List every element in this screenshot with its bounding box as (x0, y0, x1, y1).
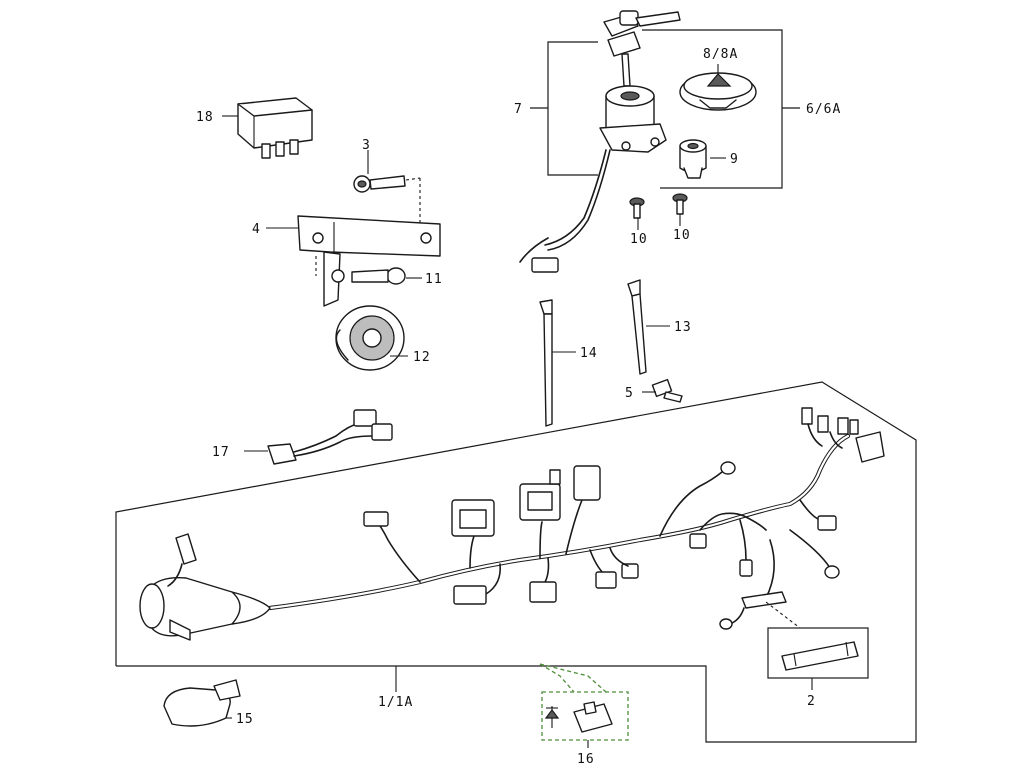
callout-12: 12 (413, 350, 431, 365)
horn (335, 305, 405, 371)
fuse-group (765, 601, 869, 690)
bolt-3 (353, 175, 421, 228)
callout-5: 5 (625, 386, 634, 401)
bolt-11 (331, 267, 406, 285)
bolt-5 (651, 378, 683, 403)
callout-13: 13 (674, 320, 692, 335)
screw-10-left (629, 197, 645, 219)
horn-bracket (297, 215, 441, 307)
harness-panel-outline (115, 381, 917, 743)
ignition-switch-body (519, 85, 667, 273)
callout-1-1a: 1/1A (378, 695, 413, 710)
callout-11: 11 (425, 272, 443, 287)
ignition-group-frame (530, 29, 800, 189)
callout-2: 2 (807, 694, 816, 709)
callout-10-left: 10 (630, 232, 648, 247)
seat-lock-cylinder (679, 139, 707, 179)
cable-tie-14 (539, 299, 553, 427)
relay (237, 97, 313, 159)
screw-10-right (672, 193, 688, 215)
sub-harness (267, 409, 393, 465)
callout-7: 7 (514, 102, 523, 117)
callout-3: 3 (362, 138, 371, 153)
callout-15: 15 (236, 712, 254, 727)
callout-4: 4 (252, 222, 261, 237)
callout-16: 16 (577, 752, 595, 767)
callout-labels: 18 3 4 11 12 17 7 8/8A 6/6A 9 10 10 14 1… (196, 47, 841, 767)
diode-group (539, 663, 629, 748)
handlebar-clamp (163, 679, 241, 727)
callout-17: 17 (212, 445, 230, 460)
lock-cap (679, 72, 757, 111)
ignition-keys (603, 10, 681, 87)
main-wiring-harness (139, 407, 885, 641)
callout-9: 9 (730, 152, 739, 167)
callout-14: 14 (580, 346, 598, 361)
callout-18: 18 (196, 110, 214, 125)
callout-leaders (222, 64, 726, 452)
callout-6-6a: 6/6A (806, 102, 841, 117)
callout-10-right: 10 (673, 228, 691, 243)
callout-8-8a: 8/8A (703, 47, 738, 62)
cable-tie-13 (627, 279, 647, 375)
